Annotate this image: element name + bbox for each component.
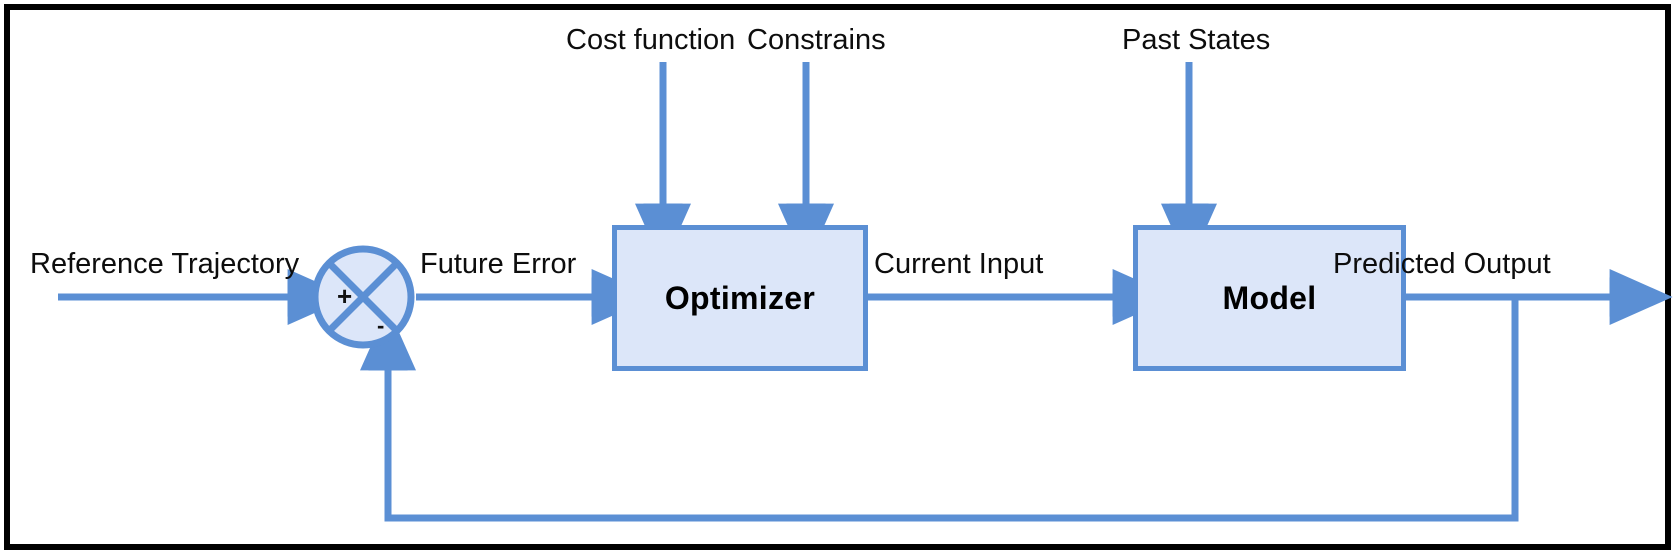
label-reference-trajectory: Reference Trajectory: [30, 248, 300, 280]
label-future-error: Future Error: [420, 248, 577, 280]
model-block-label: Model: [1222, 279, 1317, 316]
label-constrains: Constrains: [747, 24, 886, 56]
label-predicted-output: Predicted Output: [1333, 248, 1551, 280]
optimizer-block[interactable]: Optimizer: [612, 225, 868, 371]
label-past-states: Past States: [1122, 24, 1271, 56]
label-current-input: Current Input: [874, 248, 1044, 280]
summing-junction-minus-sign: -: [377, 313, 385, 338]
label-cost-function: Cost function: [566, 24, 736, 56]
model-block[interactable]: Model: [1133, 225, 1406, 371]
summing-junction[interactable]: [310, 244, 416, 350]
summing-junction-plus-sign: +: [337, 281, 353, 311]
wire-feedback: [388, 297, 1519, 522]
optimizer-block-label: Optimizer: [664, 279, 816, 316]
